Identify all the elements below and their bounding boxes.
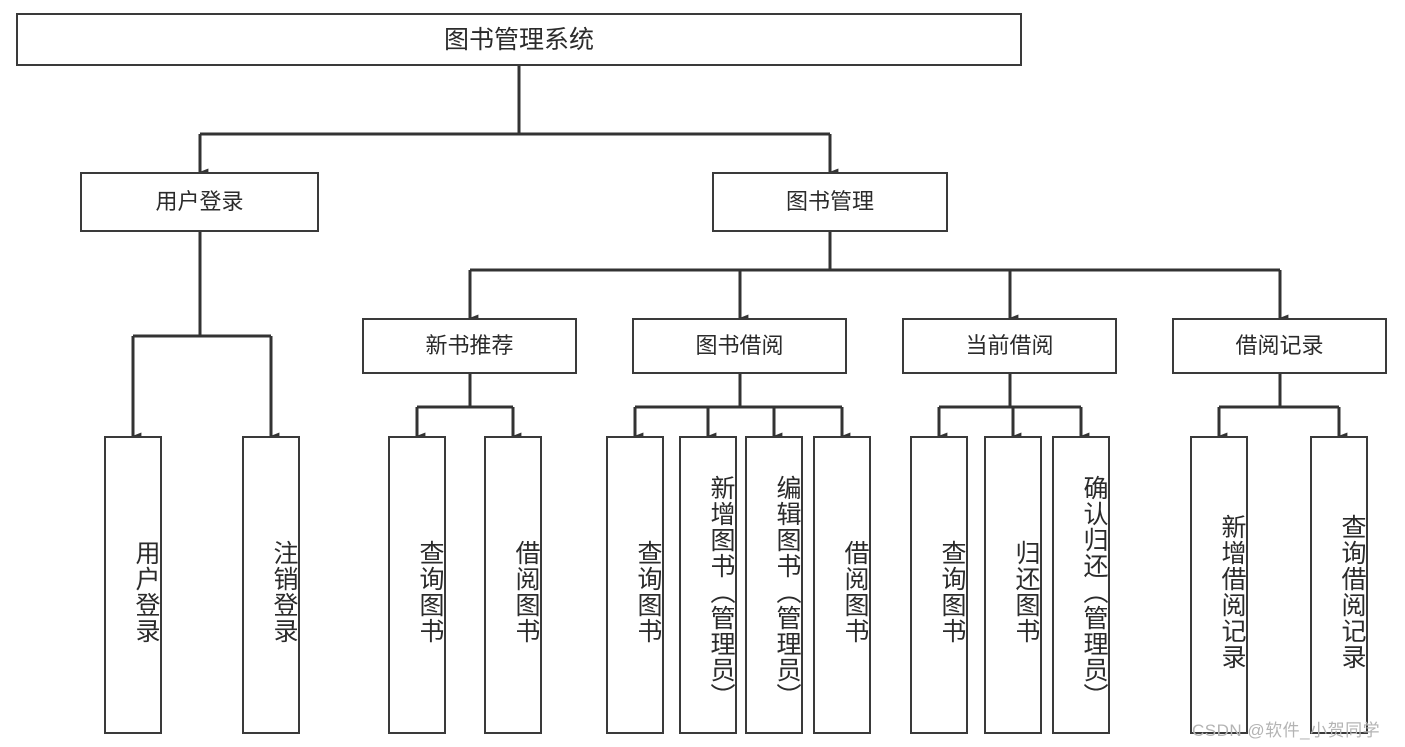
node-user-login[interactable]: 用户登录	[80, 172, 319, 232]
node-new-book-rec[interactable]: 新书推荐	[362, 318, 577, 374]
node-leaf-query-book-1[interactable]: 查询图书	[388, 436, 446, 734]
node-label: 用户登录	[132, 540, 160, 644]
node-leaf-borrow-book-2[interactable]: 借阅图书	[813, 436, 871, 734]
node-borrow-record[interactable]: 借阅记录	[1172, 318, 1387, 374]
node-leaf-logout[interactable]: 注销登录	[242, 436, 300, 734]
node-label: 确认归还（管理员）	[1080, 475, 1108, 709]
node-label: 新增图书（管理员）	[707, 475, 735, 709]
node-label: 图书管理	[785, 188, 874, 214]
node-label: 编辑图书（管理员）	[773, 475, 801, 709]
node-label: 借阅图书	[512, 540, 540, 644]
node-label: 查询图书	[416, 540, 444, 644]
node-leaf-add-book[interactable]: 新增图书（管理员）	[679, 436, 737, 734]
node-label: 借阅记录	[1235, 332, 1324, 358]
node-label: 借阅图书	[841, 540, 869, 644]
node-leaf-user-login[interactable]: 用户登录	[104, 436, 162, 734]
node-leaf-query-book-3[interactable]: 查询图书	[910, 436, 968, 734]
csdn-watermark: CSDN @软件_小贺同学	[1192, 721, 1381, 740]
edge-group	[131, 66, 1348, 440]
node-label: 查询图书	[938, 540, 966, 644]
node-leaf-query-book-2[interactable]: 查询图书	[606, 436, 664, 734]
node-label: 查询图书	[634, 540, 662, 644]
node-label: 当前借阅	[965, 332, 1054, 358]
node-leaf-borrow-book-1[interactable]: 借阅图书	[484, 436, 542, 734]
node-label: 新书推荐	[425, 332, 514, 358]
node-label: 用户登录	[155, 188, 244, 214]
node-current-borrow[interactable]: 当前借阅	[902, 318, 1117, 374]
node-root[interactable]: 图书管理系统	[16, 13, 1022, 66]
node-leaf-confirm-return[interactable]: 确认归还（管理员）	[1052, 436, 1110, 734]
node-leaf-edit-book[interactable]: 编辑图书（管理员）	[745, 436, 803, 734]
node-label: 图书管理系统	[443, 25, 594, 54]
node-leaf-query-record[interactable]: 查询借阅记录	[1310, 436, 1368, 734]
node-label: 查询借阅记录	[1338, 514, 1366, 670]
node-label: 注销登录	[270, 540, 298, 644]
node-leaf-add-record[interactable]: 新增借阅记录	[1190, 436, 1248, 734]
node-book-manage[interactable]: 图书管理	[712, 172, 948, 232]
node-label: 图书借阅	[695, 332, 784, 358]
node-label: 归还图书	[1012, 540, 1040, 644]
node-leaf-return-book[interactable]: 归还图书	[984, 436, 1042, 734]
node-book-borrow[interactable]: 图书借阅	[632, 318, 847, 374]
node-label: 新增借阅记录	[1218, 514, 1246, 670]
